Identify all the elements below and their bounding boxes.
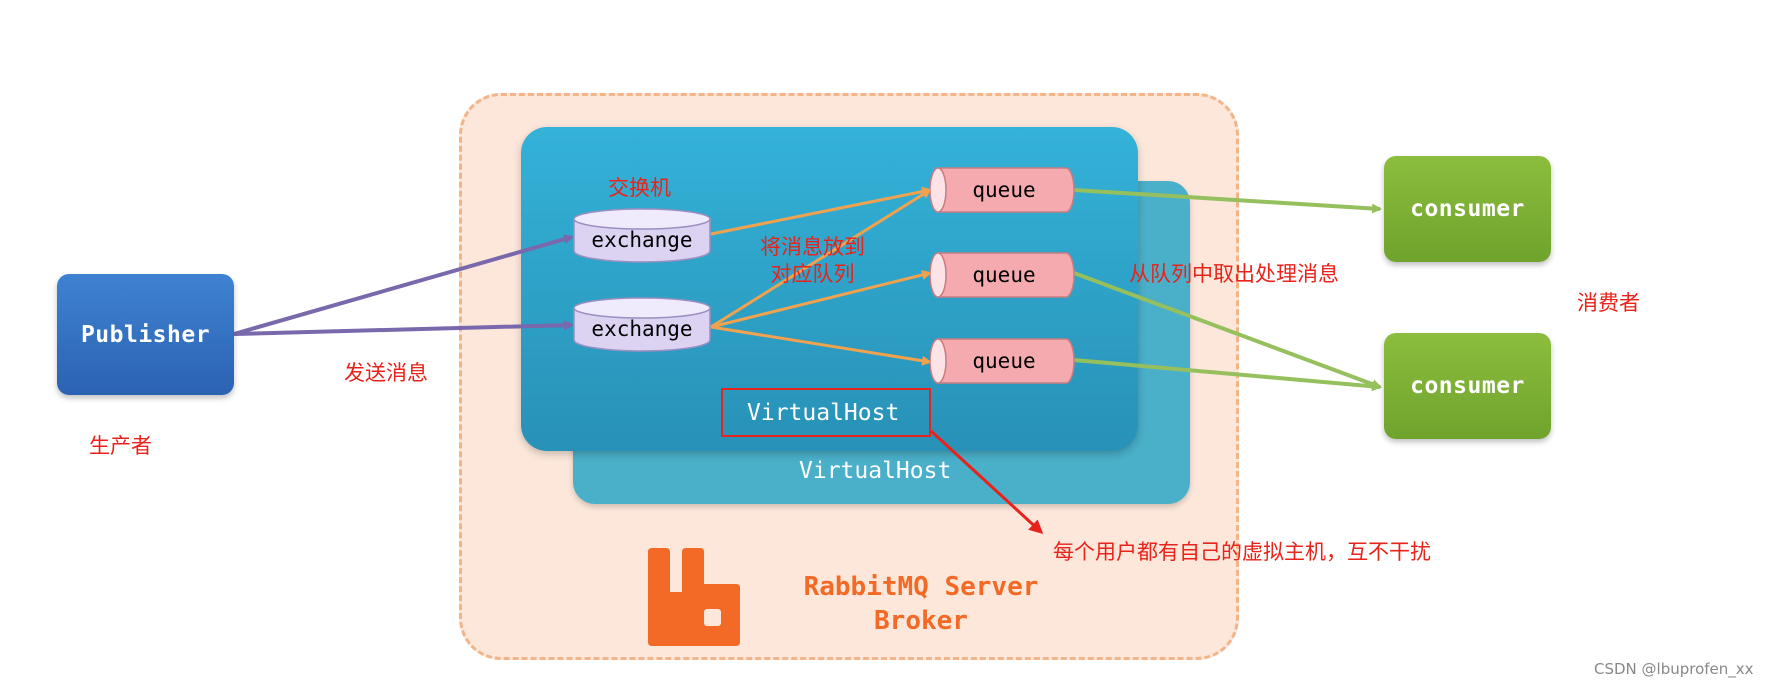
arrow-exchange2-queue2 bbox=[710, 270, 932, 329]
virtualhost-front-label: VirtualHost bbox=[747, 400, 900, 426]
broker-title: RabbitMQ Server Broker bbox=[786, 570, 1056, 638]
consume-label: 从队列中取出处理消息 bbox=[1129, 262, 1339, 286]
producer-caption: 生产者 bbox=[89, 434, 152, 458]
consumer-box-1[interactable]: consumer bbox=[1384, 156, 1551, 262]
arrow-queue3-consumer2 bbox=[1073, 358, 1382, 392]
route-label: 将消息放到 对应队列 bbox=[760, 234, 865, 288]
publisher-label: Publisher bbox=[80, 321, 211, 348]
publisher-box[interactable]: Publisher bbox=[57, 274, 234, 395]
queue-label-3: queue bbox=[972, 349, 1035, 373]
exchange-label-2: exchange bbox=[591, 317, 692, 341]
broker-title-line2: Broker bbox=[874, 606, 968, 636]
consumer-caption: 消费者 bbox=[1577, 291, 1640, 315]
queue-label-1: queue bbox=[972, 178, 1035, 202]
arrow-publisher-exchange-2 bbox=[233, 320, 574, 336]
arrow-queue2-consumer2 bbox=[1073, 271, 1382, 389]
queue-node-2[interactable]: queue bbox=[930, 251, 1078, 299]
route-label-line1: 将消息放到 bbox=[760, 235, 865, 259]
exchange-node-2[interactable]: exchange bbox=[572, 296, 714, 354]
broker-title-line1: RabbitMQ Server bbox=[803, 572, 1039, 602]
arrow-exchange1-queue1 bbox=[710, 186, 932, 236]
send-message-label: 发送消息 bbox=[344, 361, 428, 385]
queue-node-3[interactable]: queue bbox=[930, 337, 1078, 385]
rabbitmq-logo bbox=[648, 548, 740, 646]
arrow-queue1-consumer1 bbox=[1073, 188, 1382, 214]
consumer-box-2[interactable]: consumer bbox=[1384, 333, 1551, 439]
arrow-virtualhost-note bbox=[929, 429, 1044, 535]
virtualhost-highlight-box bbox=[721, 388, 931, 437]
consumer-label-1: consumer bbox=[1410, 196, 1525, 222]
arrow-exchange2-queue1 bbox=[710, 188, 932, 329]
virtualhost-back-label: VirtualHost bbox=[799, 458, 952, 484]
virtualhost-note: 每个用户都有自己的虚拟主机，互不干扰 bbox=[1053, 540, 1431, 564]
exchange-label-1: exchange bbox=[591, 228, 692, 252]
exchange-caption: 交换机 bbox=[608, 176, 671, 200]
queue-node-1[interactable]: queue bbox=[930, 166, 1078, 214]
exchange-node-1[interactable]: exchange bbox=[572, 207, 714, 265]
arrow-exchange2-queue3 bbox=[710, 325, 932, 366]
watermark: CSDN @lbuprofen_xx bbox=[1594, 660, 1754, 678]
queue-label-2: queue bbox=[972, 263, 1035, 287]
arrow-publisher-exchange-1 bbox=[233, 234, 574, 336]
consumer-label-2: consumer bbox=[1410, 373, 1525, 399]
route-label-line2: 对应队列 bbox=[770, 262, 855, 286]
